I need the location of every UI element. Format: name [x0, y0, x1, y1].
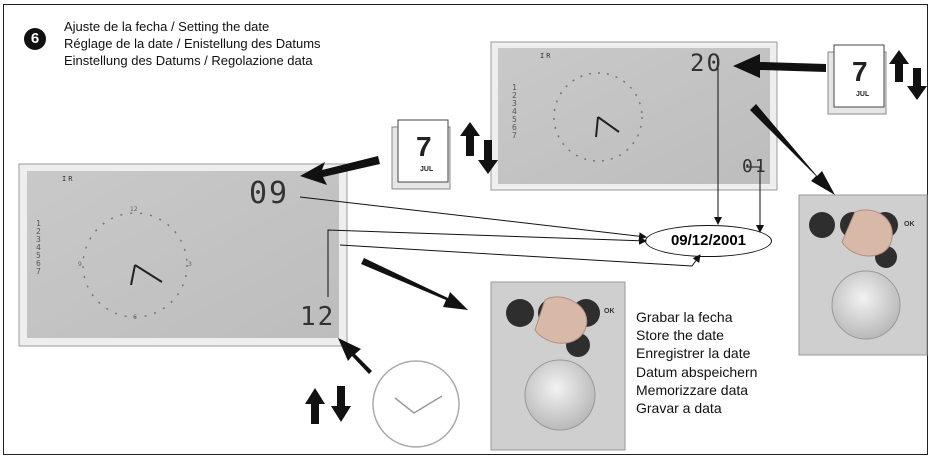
day-number: 4	[512, 107, 517, 116]
day-number: 1	[36, 219, 41, 228]
control-panel-photo-center	[490, 281, 626, 451]
day-number: 3	[36, 235, 41, 244]
top-lcd-bottom-value: 01	[742, 156, 768, 177]
left-lcd-display	[18, 163, 348, 347]
day-number: 4	[36, 243, 41, 252]
day-number: 6	[36, 259, 41, 268]
store-instruction-line: Datum abspeichern	[636, 363, 758, 380]
day-number: 7	[36, 267, 41, 276]
calendar-day: 7	[416, 131, 432, 162]
calendar-icon-top	[827, 44, 887, 115]
left-lcd-indicator: IR	[62, 175, 75, 183]
heading-line: Réglage de la date / Enistellung des Dat…	[64, 36, 321, 51]
store-instruction-line: Grabar la fecha	[636, 309, 733, 325]
store-instructions: Grabar la fecha Store the date Enregistr…	[636, 308, 757, 417]
day-number: 1	[512, 83, 517, 92]
store-instruction-line: Enregistrer la date	[636, 345, 751, 362]
up-down-arrows-top-calendar	[889, 50, 927, 100]
clock-number-6: 6	[133, 314, 137, 321]
top-lcd-indicator: IR	[540, 52, 553, 60]
step-heading: Ajuste de la fecha / Setting the date Ré…	[64, 18, 321, 69]
pointer-arrows	[300, 54, 835, 374]
calendar-icon	[391, 119, 451, 190]
heading-line: Einstellung des Datums / Regolazione dat…	[64, 53, 313, 68]
left-lcd-day-list: 1 2 3 4 5 6 7	[36, 220, 41, 276]
day-number: 5	[36, 251, 41, 260]
clock-icon	[372, 360, 460, 448]
connector-lines	[299, 60, 764, 297]
ok-label-right: OK	[904, 221, 915, 228]
top-lcd-day-list: 1 2 3 4 5 6 7	[512, 84, 517, 140]
left-clock-face	[82, 212, 188, 318]
day-number: 3	[512, 99, 517, 108]
day-number: 6	[512, 123, 517, 132]
top-clock-face	[553, 72, 643, 162]
calendar-month: JUL	[420, 166, 434, 173]
top-lcd-display	[490, 41, 778, 191]
left-lcd-top-value: 09	[249, 176, 290, 211]
clock-number-12: 12	[130, 206, 138, 213]
clock-number-9: 9	[78, 261, 82, 268]
top-lcd-top-value: 20	[690, 49, 723, 77]
ok-label-center: OK	[604, 308, 615, 315]
day-number: 5	[512, 115, 517, 124]
store-instruction-line: Memorizzare data	[636, 381, 749, 398]
left-lcd-bottom-value: 12	[300, 302, 336, 332]
day-number: 7	[512, 131, 517, 140]
calendar-month-top: JUL	[856, 91, 870, 98]
control-panel-photo-right	[798, 194, 928, 356]
step-number-badge: 6	[24, 28, 46, 50]
up-down-arrows-clock	[305, 386, 351, 424]
store-instruction-line: Store the date	[636, 327, 724, 344]
day-number: 2	[36, 227, 41, 236]
result-date: 09/12/2001	[645, 225, 772, 257]
day-number: 2	[512, 91, 517, 100]
calendar-day-top: 7	[852, 56, 868, 87]
heading-line: Ajuste de la fecha / Setting the date	[64, 19, 270, 34]
up-down-arrows-left-calendar	[460, 122, 498, 174]
clock-number-3: 3	[188, 261, 192, 268]
store-instruction-line: Gravar a data	[636, 400, 722, 417]
